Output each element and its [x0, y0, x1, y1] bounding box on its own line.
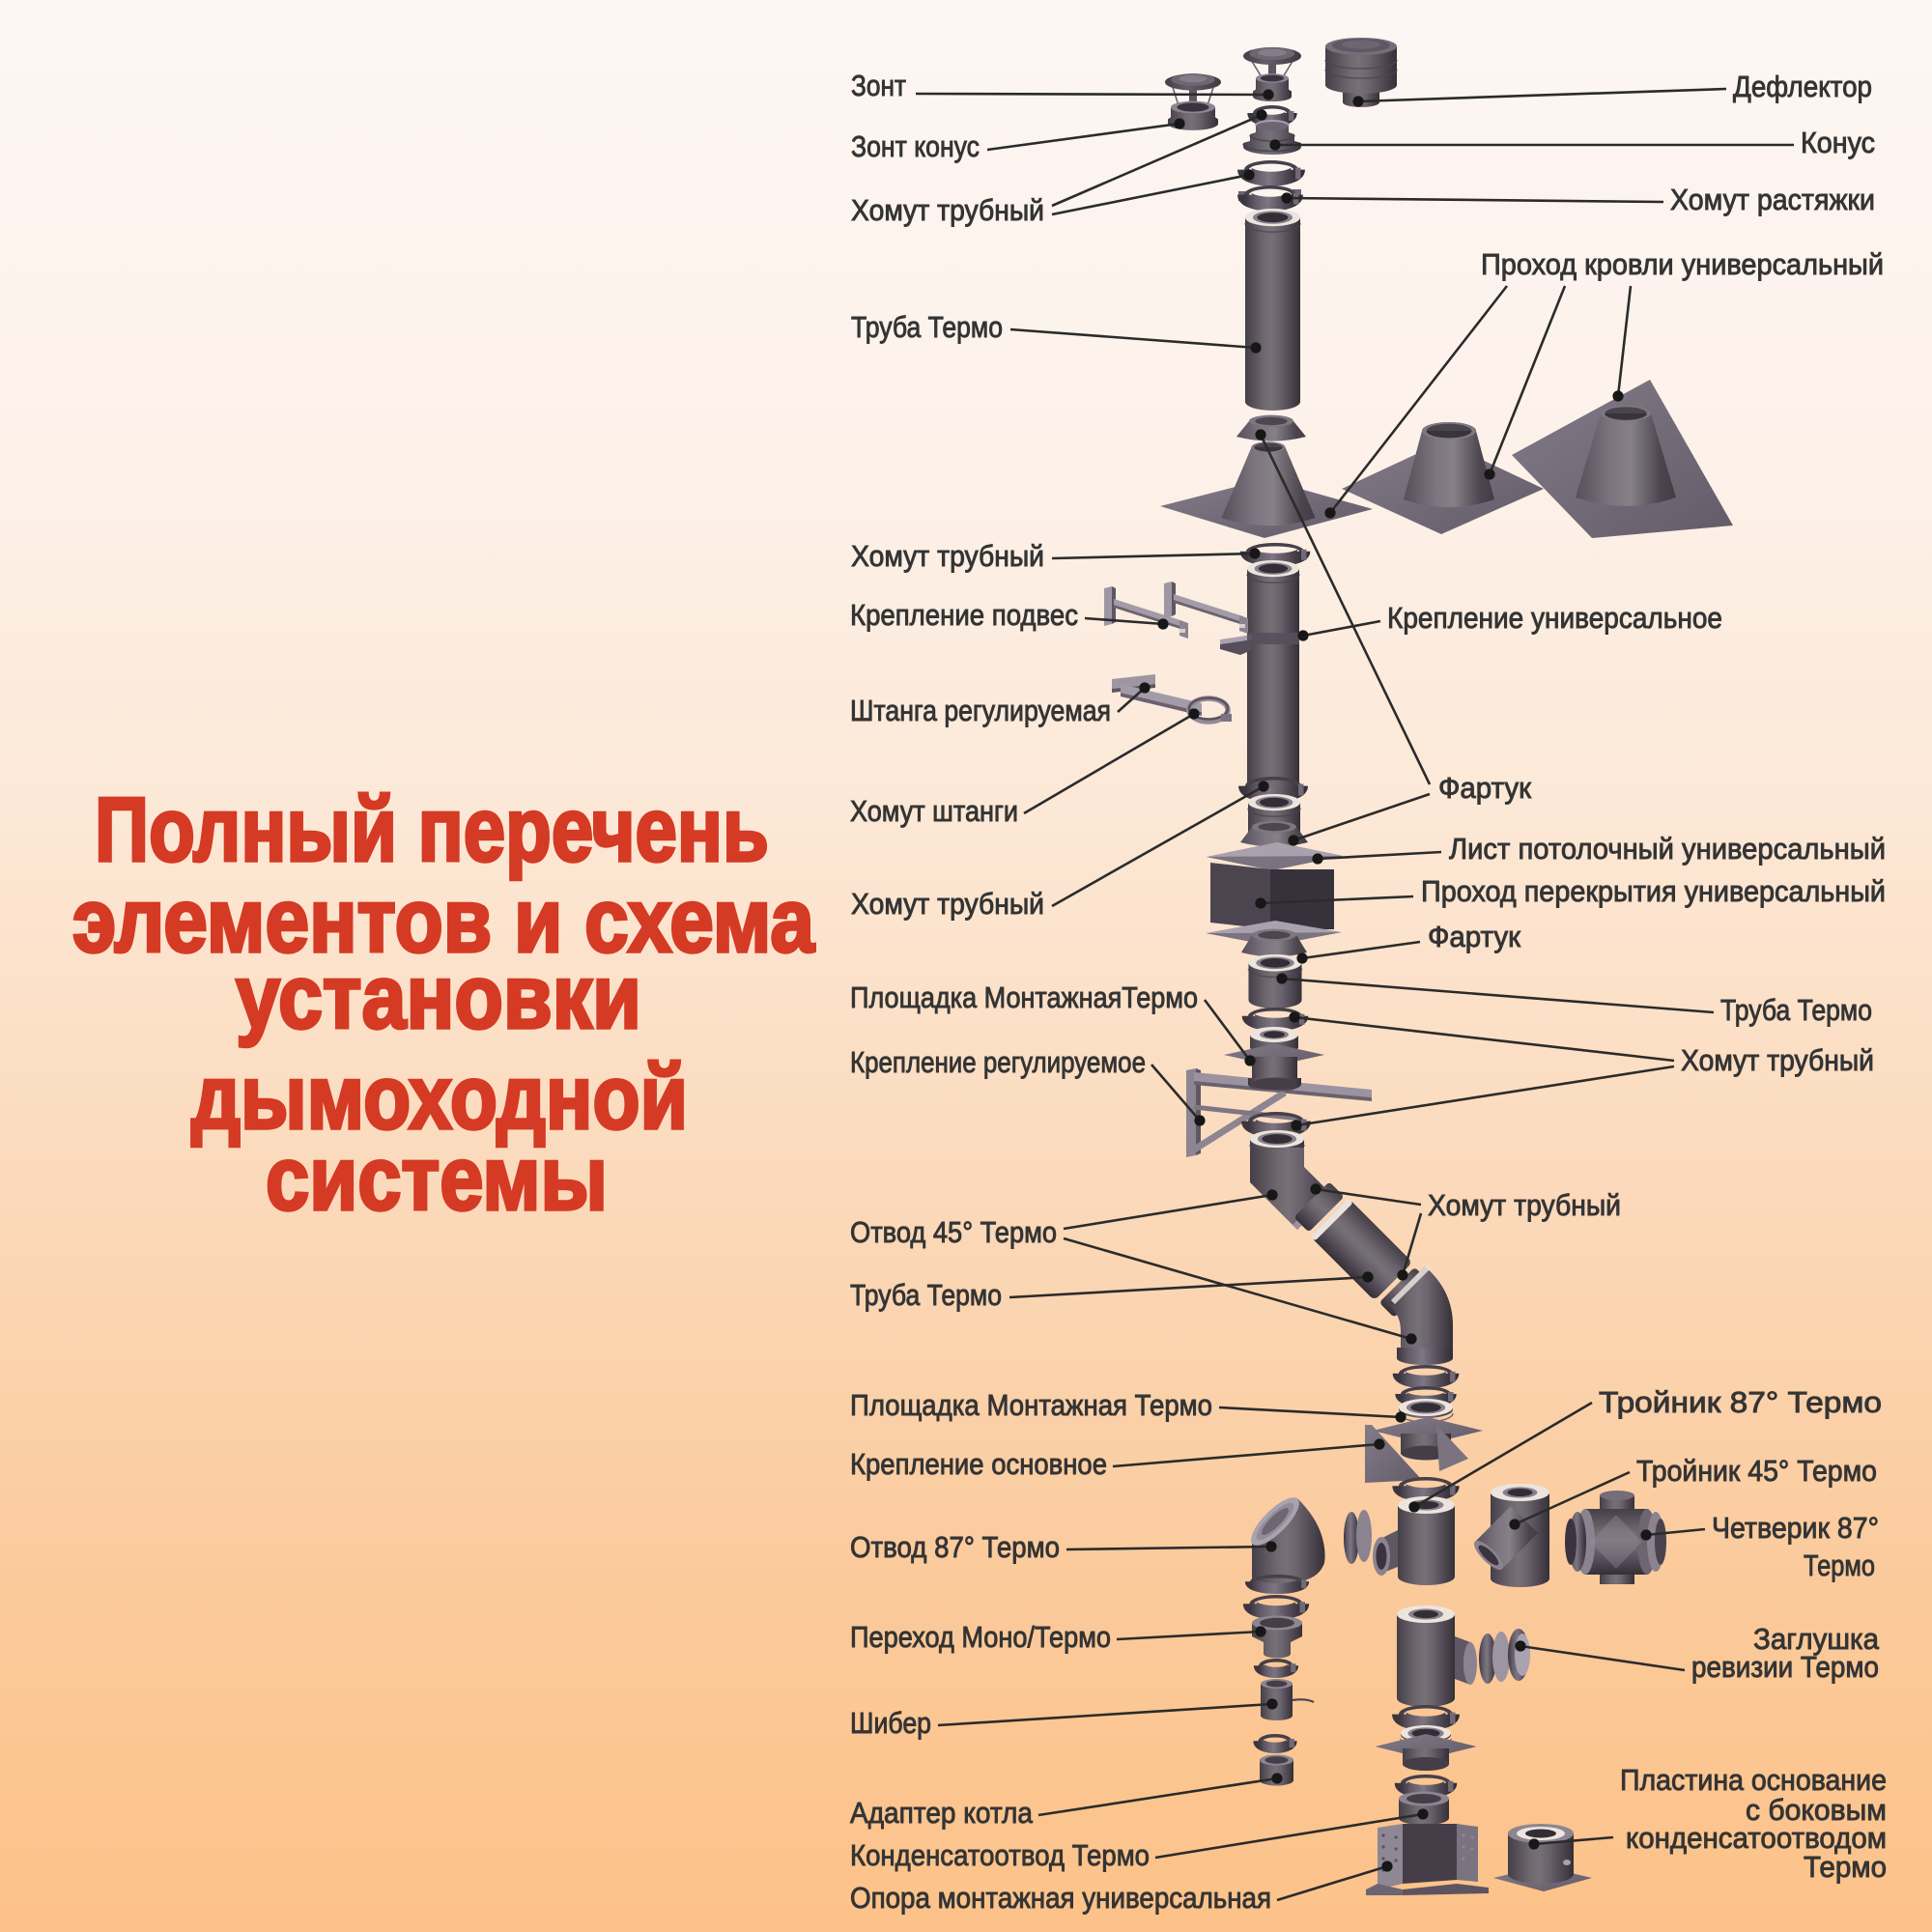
svg-text:Труба Термо: Труба Термо: [1720, 993, 1872, 1027]
svg-text:Хомут трубный: Хомут трубный: [1428, 1188, 1621, 1222]
svg-text:Зонт конус: Зонт конус: [851, 129, 980, 163]
svg-text:Крепление регулируемое: Крепление регулируемое: [850, 1045, 1146, 1079]
svg-text:Тройник 87° Термо: Тройник 87° Термо: [1599, 1385, 1882, 1419]
svg-text:Конденсатоотвод Термо: Конденсатоотвод Термо: [850, 1838, 1150, 1872]
svg-text:Хомут штанги: Хомут штанги: [850, 794, 1018, 828]
svg-text:Термо: Термо: [1804, 1548, 1875, 1582]
svg-text:Фартук: Фартук: [1438, 771, 1531, 805]
svg-text:ревизии Термо: ревизии Термо: [1691, 1650, 1879, 1684]
svg-text:Хомут трубный: Хомут трубный: [851, 193, 1044, 227]
svg-text:Отвод 45° Термо: Отвод 45° Термо: [850, 1215, 1057, 1249]
svg-text:Лист потолочный универсальный: Лист потолочный универсальный: [1449, 832, 1886, 866]
svg-text:Крепление универсальное: Крепление универсальное: [1387, 601, 1722, 635]
svg-text:Крепление подвес: Крепление подвес: [850, 598, 1078, 632]
svg-text:Хомут трубный: Хомут трубный: [851, 539, 1044, 573]
svg-text:Зонт: Зонт: [851, 69, 906, 102]
svg-text:дымоходной: дымоходной: [191, 1046, 688, 1148]
svg-text:Труба Термо: Труба Термо: [850, 1278, 1002, 1312]
svg-text:Крепление основное: Крепление основное: [850, 1447, 1107, 1481]
svg-text:Отвод 87° Термо: Отвод 87° Термо: [850, 1530, 1060, 1564]
svg-text:Термо: Термо: [1804, 1850, 1887, 1884]
svg-text:Площадка Монтажная Термо: Площадка Монтажная Термо: [850, 1388, 1212, 1422]
svg-text:Переход Моно/Термо: Переход Моно/Термо: [850, 1620, 1111, 1654]
svg-text:установки: установки: [236, 946, 641, 1047]
svg-text:Площадка МонтажнаяТермо: Площадка МонтажнаяТермо: [850, 980, 1198, 1014]
svg-text:с боковым: с боковым: [1746, 1793, 1887, 1827]
svg-text:Хомут трубный: Хомут трубный: [1681, 1043, 1874, 1077]
svg-text:Дефлектор: Дефлектор: [1733, 70, 1872, 103]
svg-text:Проход кровли универсальный: Проход кровли универсальный: [1481, 247, 1884, 281]
svg-text:Шибер: Шибер: [850, 1706, 931, 1740]
svg-text:элементов и схема: элементов и схема: [72, 869, 815, 971]
svg-text:Конус: Конус: [1801, 126, 1875, 159]
svg-text:Хомут трубный: Хомут трубный: [851, 887, 1044, 921]
svg-text:Хомут растяжки: Хомут растяжки: [1670, 183, 1875, 216]
svg-text:Фартук: Фартук: [1428, 920, 1520, 953]
svg-text:Штанга регулируемая: Штанга регулируемая: [850, 694, 1111, 727]
svg-text:Опора монтажная универсальная: Опора монтажная универсальная: [850, 1881, 1271, 1915]
svg-text:конденсатоотводом: конденсатоотводом: [1626, 1821, 1887, 1855]
svg-text:Труба Термо: Труба Термо: [851, 310, 1003, 344]
svg-text:Четверик 87°: Четверик 87°: [1712, 1511, 1879, 1545]
svg-text:Адаптер котла: Адаптер котла: [850, 1796, 1034, 1830]
svg-text:Проход перекрытия универсальны: Проход перекрытия универсальный: [1421, 874, 1886, 908]
svg-text:Заглушка: Заглушка: [1753, 1622, 1880, 1656]
svg-text:системы: системы: [266, 1127, 608, 1229]
svg-text:Тройник 45° Термо: Тройник 45° Термо: [1636, 1454, 1877, 1488]
svg-text:Пластина основание: Пластина основание: [1620, 1763, 1887, 1797]
svg-text:Полный перечень: Полный перечень: [95, 779, 769, 880]
